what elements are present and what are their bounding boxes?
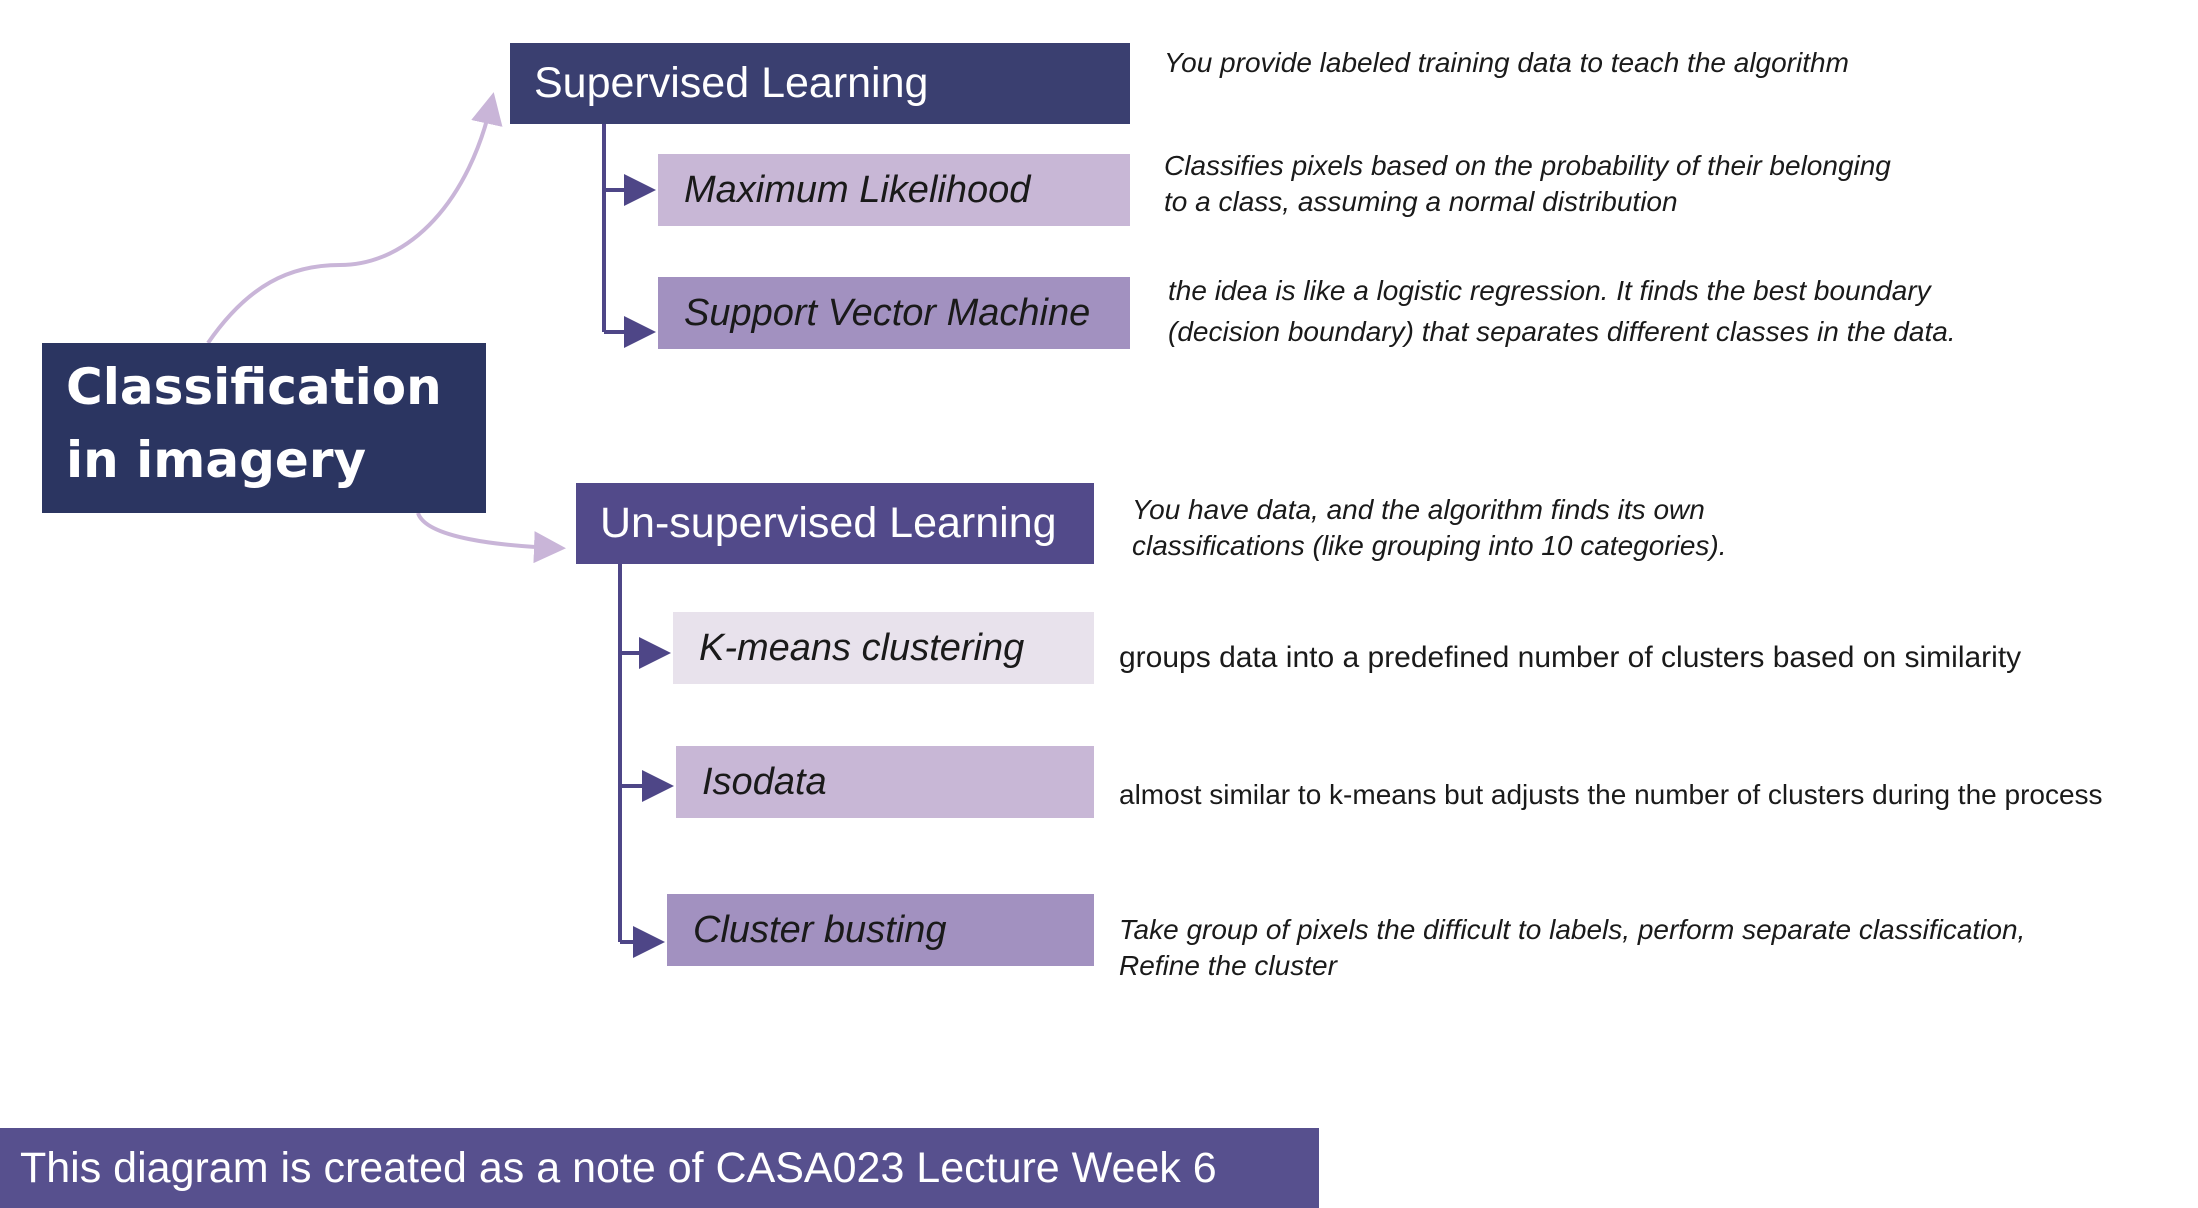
footer-banner: This diagram is created as a note of CAS… bbox=[0, 1128, 1319, 1208]
cluster-busting-node: Cluster busting bbox=[667, 894, 1094, 966]
root-title-line2: in imagery bbox=[66, 431, 367, 489]
maximum-likelihood-node: Maximum Likelihood bbox=[658, 154, 1130, 226]
isodata-node: Isodata bbox=[676, 746, 1094, 818]
kmeans-description: groups data into a predefined number of … bbox=[1119, 641, 2022, 674]
support-vector-machine-node: Support Vector Machine bbox=[658, 277, 1130, 349]
supervised-description: You provide labeled training data to tea… bbox=[1164, 47, 1849, 78]
root-node: Classification in imagery bbox=[42, 343, 486, 513]
support-vector-machine-description: the idea is like a logistic regression. … bbox=[1168, 275, 1956, 347]
cluster-busting-description: Take group of pixels the difficult to la… bbox=[1119, 914, 2026, 981]
curve-to-unsupervised bbox=[416, 512, 566, 564]
isodata-description: almost similar to k-means but adjusts th… bbox=[1119, 779, 2103, 810]
curve-to-supervised bbox=[206, 92, 503, 345]
supervised-node: Supervised Learning bbox=[510, 43, 1130, 124]
root-title-line1: Classification bbox=[66, 358, 442, 416]
maximum-likelihood-description: Classifies pixels based on the probabili… bbox=[1164, 150, 1891, 217]
unsupervised-node: Un-supervised Learning bbox=[576, 483, 1094, 564]
unsupervised-description: You have data, and the algorithm finds i… bbox=[1132, 494, 1727, 561]
kmeans-node: K-means clustering bbox=[673, 612, 1094, 684]
